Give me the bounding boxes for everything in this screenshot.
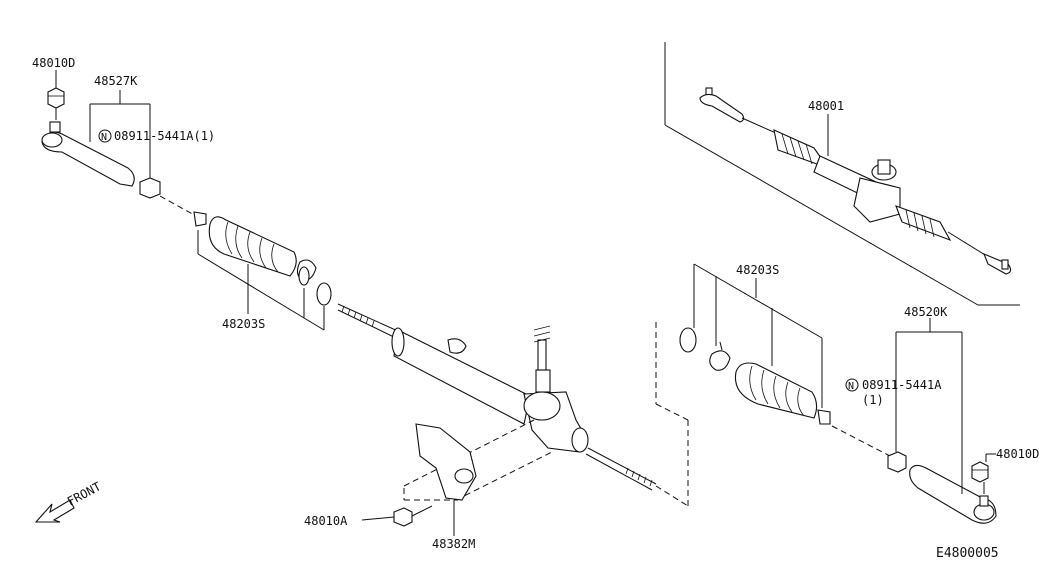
tie-rod-end-left [41, 121, 135, 187]
label-mount-bolt: 48010A [304, 514, 348, 528]
label-boot-kit-left: 48203S [222, 317, 265, 331]
inset-frame [664, 42, 1020, 306]
rack-left-thread [337, 303, 401, 339]
n-symbol-right: N [845, 378, 859, 392]
rack-housing [391, 327, 531, 425]
tie-rod-end-nut-left [47, 87, 65, 120]
boot-right-small-clip [817, 409, 831, 425]
tie-rod-end-nut-right [971, 461, 989, 494]
tie-rod-end-right [909, 464, 997, 524]
boot-right [734, 362, 818, 419]
label-boot-kit-right: 48203S [736, 263, 779, 277]
label-tie-rod-end-left: 48527K [94, 74, 138, 88]
label-lock-nut-right-code: 08911-5441A [862, 378, 942, 392]
label-tie-rod-end-right: 48520K [904, 305, 948, 319]
boot-kit-right-callout [693, 263, 823, 408]
label-tie-rod-end-nut-left: 48010D [32, 56, 75, 70]
lock-nut-left [139, 177, 161, 199]
label-tie-rod-end-nut-right: 48010D [996, 447, 1039, 461]
pinion-housing [523, 325, 589, 453]
label-lock-nut-left: 08911-5441A(1) [114, 129, 215, 143]
lock-nut-right [887, 451, 907, 473]
mount-bolt [361, 505, 433, 527]
label-mount-bracket: 48382M [432, 537, 475, 551]
boot-left [208, 216, 332, 306]
boot-right-clip [709, 341, 731, 371]
front-direction-indicator: FRONT [34, 479, 103, 523]
mount-bracket [415, 423, 477, 536]
boot-kit-left-callout [197, 230, 325, 331]
boot-clip-left-small [193, 211, 207, 227]
boot-right-ring [679, 327, 697, 353]
n-symbol-right-letter: N [848, 381, 854, 392]
n-symbol-left-letter: N [101, 132, 107, 143]
n-symbol-left: N [98, 129, 112, 143]
tie-rod-end-left-callout [55, 70, 151, 178]
tie-rod-end-right-callout [895, 331, 996, 494]
rack-right-thread [585, 447, 657, 491]
front-label: FRONT [65, 479, 103, 508]
label-diagram-code: E4800005 [936, 546, 999, 561]
gear-assembly-overview [699, 87, 1012, 275]
label-lock-nut-right-qty: (1) [862, 393, 884, 407]
label-gear-assembly: 48001 [808, 99, 844, 113]
boot-kit-right-frame [655, 322, 689, 507]
